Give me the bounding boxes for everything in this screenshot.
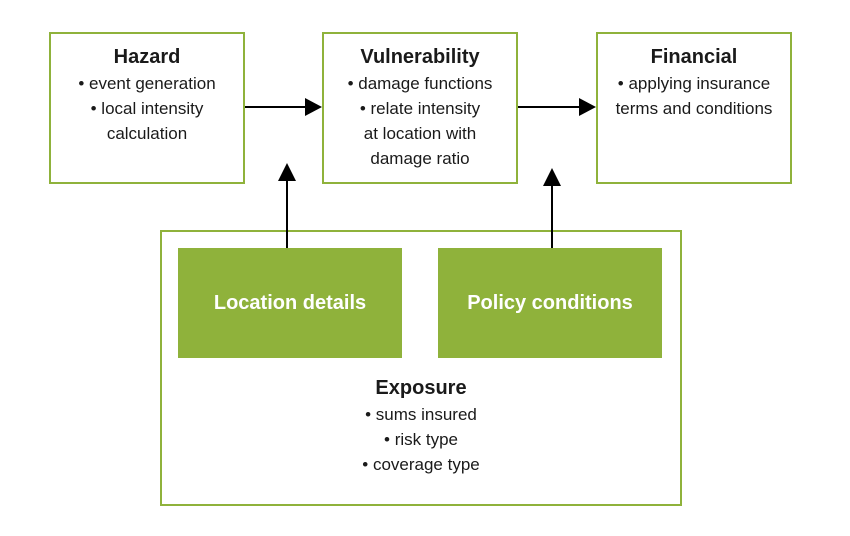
financial-title: Financial — [650, 46, 738, 68]
hazard-line: calculation — [106, 124, 188, 143]
location-details-block: Location details — [178, 248, 402, 358]
vulnerability-line: damage ratio — [370, 149, 470, 168]
arrow-hazard-to-vulnerability — [245, 98, 322, 116]
exposure-lines: • sums insured • risk type • coverage ty… — [160, 402, 682, 477]
vulnerability-line: • damage functions — [347, 74, 493, 93]
arrow-location-to-vulnerability — [278, 163, 296, 248]
hazard-lines: • event generation • local intensity cal… — [51, 71, 243, 146]
financial-line: terms and conditions — [615, 99, 773, 118]
vulnerability-lines: • damage functions • relate intensity at… — [324, 71, 516, 171]
exposure-title: Exposure — [375, 377, 467, 399]
hazard-title: Hazard — [113, 46, 181, 68]
exposure-line: • coverage type — [362, 455, 480, 474]
vulnerability-title: Vulnerability — [360, 46, 480, 68]
financial-line: • applying insurance — [617, 74, 771, 93]
location-details-label: Location details — [213, 291, 367, 314]
hazard-line: • local intensity — [90, 99, 204, 118]
vulnerability-line: • relate intensity — [359, 99, 481, 118]
exposure-text: Exposure • sums insured • risk type • co… — [160, 372, 682, 477]
hazard-box: Hazard • event generation • local intens… — [49, 32, 245, 184]
policy-conditions-block: Policy conditions — [438, 248, 662, 358]
hazard-line: • event generation — [78, 74, 216, 93]
vulnerability-line: at location with — [363, 124, 477, 143]
financial-lines: • applying insurance terms and condition… — [598, 71, 790, 121]
exposure-line: • risk type — [384, 430, 458, 449]
arrow-vulnerability-to-financial — [518, 98, 596, 116]
policy-conditions-label: Policy conditions — [467, 291, 633, 314]
exposure-line: • sums insured — [365, 405, 477, 424]
vulnerability-box: Vulnerability • damage functions • relat… — [322, 32, 518, 184]
arrow-policy-to-financial — [543, 168, 561, 248]
financial-box: Financial • applying insurance terms and… — [596, 32, 792, 184]
